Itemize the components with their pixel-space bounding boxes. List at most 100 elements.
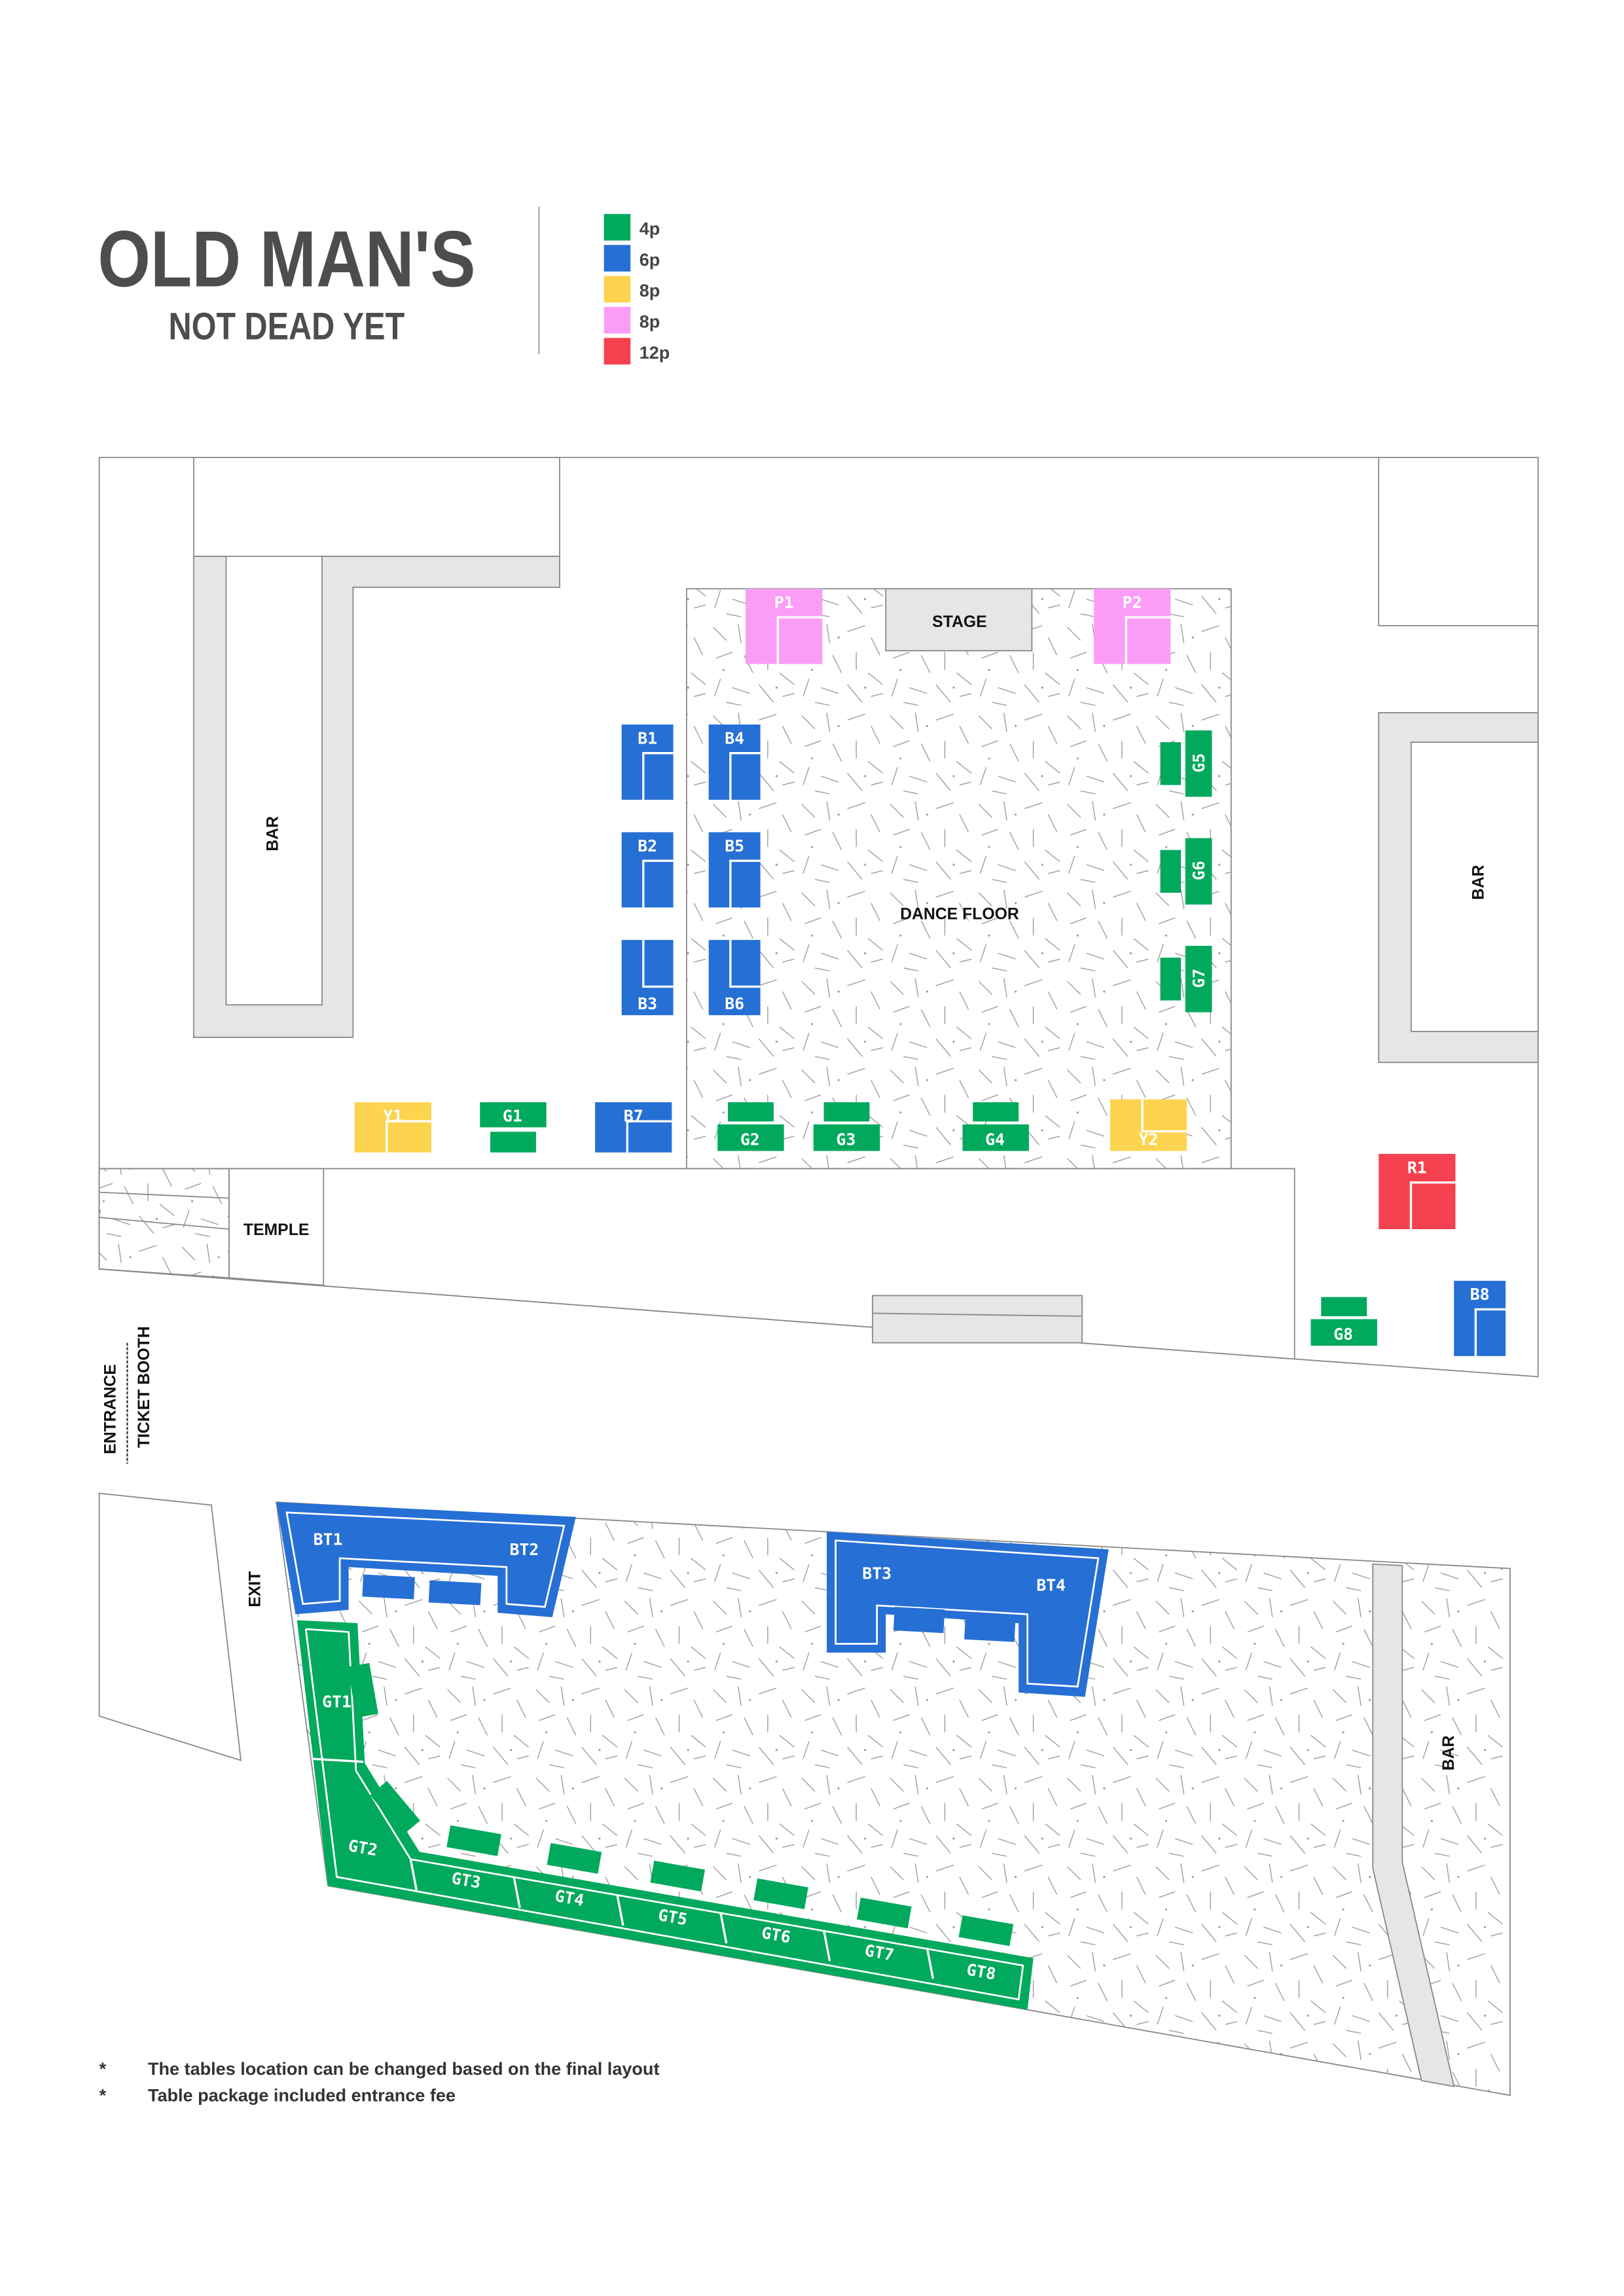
table-gt-small[interactable] xyxy=(857,1897,912,1929)
table-g3[interactable]: G3 xyxy=(813,1102,880,1151)
table-b2[interactable]: B2 xyxy=(621,832,674,908)
table-label: BT4 xyxy=(1036,1575,1066,1594)
table-label: G7 xyxy=(1189,969,1208,988)
table-g6[interactable]: G6 xyxy=(1160,838,1212,905)
legend-item: 12p xyxy=(604,338,670,365)
table-b7[interactable]: B7 xyxy=(595,1102,672,1153)
dance-floor-label: DANCE FLOOR xyxy=(900,906,1019,924)
note-mark: * xyxy=(99,2059,107,2079)
entrance-area xyxy=(98,1492,242,1761)
table-label: B8 xyxy=(1470,1285,1490,1304)
bar-left xyxy=(192,556,560,1038)
legend-swatch xyxy=(604,213,631,241)
table-gt-small[interactable] xyxy=(547,1842,602,1874)
legend-item: 8p xyxy=(604,276,660,303)
table-bt3[interactable]: BT3 xyxy=(827,1532,1109,1697)
table-gt-small[interactable] xyxy=(958,1915,1014,1946)
table-b3[interactable]: B3 xyxy=(621,940,674,1016)
table-gt-small[interactable] xyxy=(446,1825,501,1856)
note-text: Table package included entrance fee xyxy=(148,2085,456,2105)
legend-item: 4p xyxy=(604,213,660,241)
table-label: BT3 xyxy=(862,1564,892,1583)
table-label: G3 xyxy=(836,1130,856,1149)
legend-label: 4p xyxy=(640,219,660,238)
table-label: G1 xyxy=(503,1106,522,1125)
table-label: B5 xyxy=(725,836,744,855)
bar-right-inner xyxy=(1410,742,1539,1032)
legend-swatch xyxy=(604,306,631,334)
bar-right-label: BAR xyxy=(1470,865,1487,900)
table-bt-small[interactable] xyxy=(964,1615,1016,1642)
table-bt4[interactable]: BT4 xyxy=(1036,1575,1066,1594)
bar-left-label: BAR xyxy=(264,816,281,852)
note-mark: * xyxy=(99,2085,107,2105)
table-bt1[interactable]: BT1 xyxy=(276,1502,576,1617)
table-r1[interactable]: R1 xyxy=(1379,1154,1456,1229)
table-label: G4 xyxy=(985,1130,1005,1149)
table-b8[interactable]: B8 xyxy=(1454,1280,1506,1356)
table-label: B1 xyxy=(638,728,657,747)
footnotes: * The tables location can be changed base… xyxy=(99,2059,660,2106)
temple-label: TEMPLE xyxy=(244,1221,310,1239)
stage-label: STAGE xyxy=(932,613,987,631)
entrance-label: ENTRANCE xyxy=(101,1364,119,1454)
table-p1[interactable]: P1 xyxy=(746,588,823,664)
table-gt1[interactable]: GT1 xyxy=(322,1692,352,1711)
legend-item: 6p xyxy=(604,245,660,272)
table-b4[interactable]: B4 xyxy=(708,724,761,800)
legend-label: 8p xyxy=(640,312,660,331)
table-label: G5 xyxy=(1189,753,1208,773)
legend-swatch xyxy=(604,245,631,272)
table-bt-small[interactable] xyxy=(428,1580,482,1605)
table-g4[interactable]: G4 xyxy=(962,1102,1029,1151)
dance-floor xyxy=(685,588,1232,1170)
table-label: G2 xyxy=(740,1130,760,1149)
table-label: BT2 xyxy=(509,1540,539,1559)
table-b1[interactable]: B1 xyxy=(621,724,674,800)
table-g1[interactable]: G1 xyxy=(480,1102,547,1153)
table-gt-small[interactable] xyxy=(650,1860,705,1892)
table-y2[interactable]: Y2 xyxy=(1110,1099,1187,1151)
table-bt2[interactable]: BT2 xyxy=(509,1540,539,1559)
gt-booth-band xyxy=(297,1620,1034,2010)
ticket-booth-label: TICKET BOOTH xyxy=(135,1326,153,1448)
legend-label: 12p xyxy=(640,343,670,363)
table-g8[interactable]: G8 xyxy=(1310,1297,1377,1346)
table-label: B6 xyxy=(725,994,744,1013)
table-y1[interactable]: Y1 xyxy=(354,1102,431,1153)
table-bt-small[interactable] xyxy=(362,1574,415,1600)
table-label: P2 xyxy=(1123,593,1142,612)
table-p2[interactable]: P2 xyxy=(1094,588,1171,664)
table-label: G6 xyxy=(1189,861,1208,880)
table-gt-small[interactable] xyxy=(753,1878,808,1909)
table-b6[interactable]: B6 xyxy=(708,940,761,1016)
table-label: Y2 xyxy=(1139,1130,1159,1149)
table-label: GT1 xyxy=(322,1692,352,1711)
table-gt-small[interactable] xyxy=(370,1781,420,1835)
note-text: The tables location can be changed based… xyxy=(148,2059,660,2079)
table-label: G8 xyxy=(1333,1325,1353,1344)
bar-bottom xyxy=(1372,1563,1455,2087)
stage xyxy=(885,588,1033,652)
legend-label: 8p xyxy=(640,281,660,300)
table-label: BT1 xyxy=(314,1530,343,1549)
table-g2[interactable]: G2 xyxy=(717,1102,784,1151)
table-b5[interactable]: B5 xyxy=(708,832,761,908)
table-g5[interactable]: G5 xyxy=(1160,730,1212,797)
logo-title: OLD MAN'S xyxy=(98,214,475,303)
logo: OLD MAN'S NOT DEAD YET xyxy=(98,214,475,348)
table-bt-small[interactable] xyxy=(893,1607,945,1634)
table-label: B7 xyxy=(624,1106,643,1125)
table-label: Y1 xyxy=(383,1106,403,1125)
temple xyxy=(228,1168,325,1286)
table-g7[interactable]: G7 xyxy=(1160,946,1212,1013)
lower-floor xyxy=(276,1501,1511,2096)
legend-item: 8p xyxy=(604,306,660,334)
logo-subtitle: NOT DEAD YET xyxy=(169,306,405,348)
bar-bottom-label: BAR xyxy=(1440,1735,1458,1770)
wall-block-right xyxy=(1378,456,1539,626)
table-gt-small[interactable] xyxy=(347,1662,378,1718)
table-label: B3 xyxy=(638,994,657,1013)
